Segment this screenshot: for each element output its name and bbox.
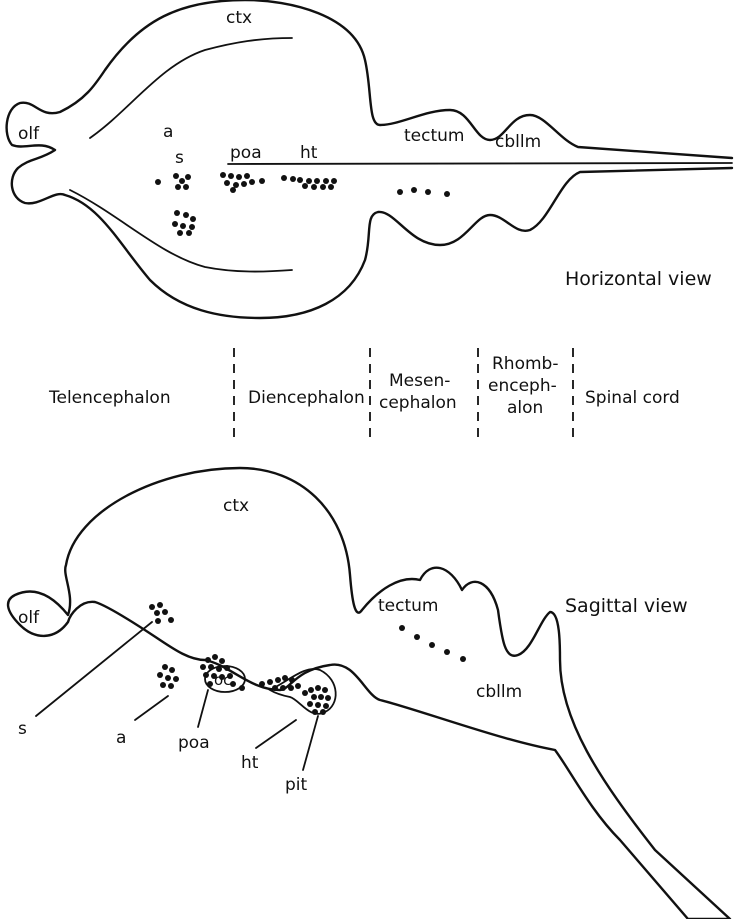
sagittal-dots-s [149,602,174,624]
region-mesencephalon-line1: Mesen- [389,371,450,391]
horizontal-dots-poa [220,172,265,193]
region-telencephalon: Telencephalon [48,388,171,408]
horizontal-view: ctx olf a s poa ht tectum cbllm Horizont… [7,0,732,318]
leader-poa [198,690,208,727]
sagittal-dots-tectum [399,625,466,662]
sagittal-label-s: s [18,719,27,739]
leader-pit [303,716,318,770]
sagittal-label-cbllm: cbllm [476,682,522,702]
sagittal-label-pit: pit [285,775,308,795]
leader-ht [256,720,296,748]
region-mesencephalon-line2: cephalon [379,393,457,413]
region-rhombencephalon-line3: alon [507,398,543,418]
region-spinal-cord: Spinal cord [585,388,680,408]
horizontal-label-ht: ht [300,143,318,163]
horizontal-view-caption: Horizontal view [565,268,712,290]
sagittal-view: ctx olf tectum cbllm s a poa oc ht pit S… [8,468,730,919]
sagittal-label-oc: oc [214,671,231,689]
horizontal-label-poa: poa [230,143,262,163]
sagittal-label-a: a [116,728,126,748]
sagittal-label-ctx: ctx [223,496,249,516]
region-rhombencephalon-line1: Rhomb- [492,354,558,374]
region-divisions: Telencephalon Diencephalon Mesen- cephal… [48,348,680,438]
sagittal-dots-ht [259,675,308,696]
horizontal-dots-s-upper [155,173,191,190]
region-diencephalon: Diencephalon [248,388,365,408]
horizontal-midline [228,163,732,164]
sagittal-dots-a [157,664,179,689]
sagittal-view-caption: Sagittal view [565,595,688,617]
horizontal-label-ctx: ctx [226,8,252,28]
horizontal-cortex-curve-upper [90,38,292,138]
sagittal-brain-outline [8,468,730,919]
horizontal-dots-ht [281,175,337,190]
sagittal-label-poa: poa [178,733,210,753]
horizontal-dots-a-lower [172,210,196,236]
horizontal-label-tectum: tectum [404,126,464,146]
horizontal-label-olf: olf [18,124,40,144]
region-rhombencephalon-line2: enceph- [488,376,557,396]
horizontal-label-a: a [163,122,173,142]
sagittal-label-tectum: tectum [378,596,438,616]
sagittal-label-ht: ht [241,753,259,773]
horizontal-label-cbllm: cbllm [495,132,541,152]
leader-a [135,696,168,720]
horizontal-label-s: s [175,148,184,168]
leader-s [36,622,152,716]
horizontal-dots-tectum [397,187,450,197]
sagittal-label-olf: olf [18,608,40,628]
